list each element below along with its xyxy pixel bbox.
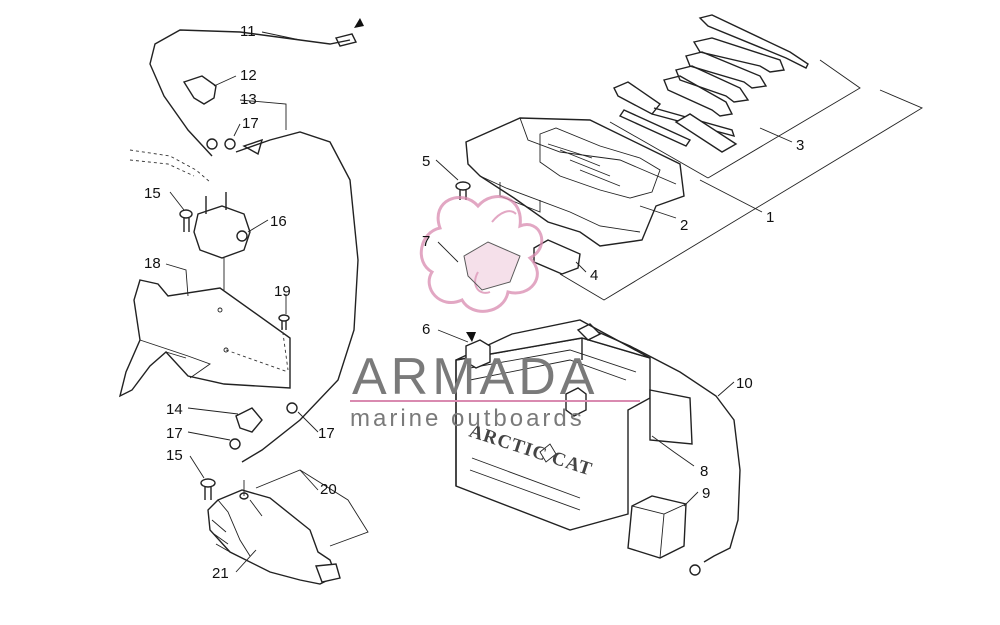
starter-solenoid <box>193 192 251 340</box>
callout-16: 16 <box>270 213 287 230</box>
callout-9: 9 <box>702 485 710 502</box>
callout-15: 15 <box>144 185 161 202</box>
screw-19 <box>278 314 290 330</box>
callout-10: 10 <box>736 375 753 392</box>
terminal-boot-12 <box>182 75 217 105</box>
callout-4: 4 <box>590 267 598 284</box>
nut-17-c <box>229 438 241 450</box>
watermark-rule <box>350 400 640 402</box>
callout-12: 12 <box>240 67 257 84</box>
callout-11: 11 <box>240 23 256 40</box>
callout-leaders <box>165 18 793 573</box>
assembly-bracket-1 <box>559 89 923 301</box>
battery: ARCTIC CAT <box>455 319 651 531</box>
callout-17-lower: 17 <box>166 425 183 442</box>
battery-label-8 <box>649 389 693 445</box>
ground-cable-11 <box>149 29 351 157</box>
nut-17-b <box>224 138 236 150</box>
starter-cable-13 <box>235 131 359 463</box>
callout-3: 3 <box>796 137 804 154</box>
screw-15-lower <box>200 478 216 500</box>
callout-20: 20 <box>320 481 337 498</box>
mounting-bracket-18 <box>118 279 291 398</box>
watermark-title: ARMADA <box>352 348 598 406</box>
callout-17-right: 17 <box>318 425 335 442</box>
callout-19: 19 <box>274 283 291 300</box>
battery-cable-10 <box>597 331 741 563</box>
callout-2: 2 <box>680 217 688 234</box>
callout-8: 8 <box>700 463 708 480</box>
starter-motor <box>207 480 341 585</box>
watermark-logo <box>419 195 544 313</box>
screw-15-upper <box>179 209 193 232</box>
callout-6: 6 <box>422 321 430 338</box>
watermark-subtitle: marine outboards <box>350 405 585 432</box>
tool-kit <box>609 14 861 179</box>
callout-15-lower: 15 <box>166 447 183 464</box>
callout-7: 7 <box>422 233 430 250</box>
terminal-boot-14 <box>235 407 263 433</box>
callout-17: 17 <box>242 115 259 132</box>
starter-bracket-20 <box>255 469 369 547</box>
harness-wire <box>129 149 211 183</box>
tool-tray <box>465 117 685 247</box>
callout-13: 13 <box>240 91 257 108</box>
callout-18: 18 <box>144 255 161 272</box>
callout-1: 1 <box>766 209 774 226</box>
nut-17-a <box>206 138 218 150</box>
nut-17-d <box>286 402 298 414</box>
screw-5 <box>455 181 471 200</box>
battery-pad-9 <box>627 495 687 559</box>
callout-5: 5 <box>422 153 430 170</box>
callout-21: 21 <box>212 565 229 582</box>
callout-14: 14 <box>166 401 183 418</box>
